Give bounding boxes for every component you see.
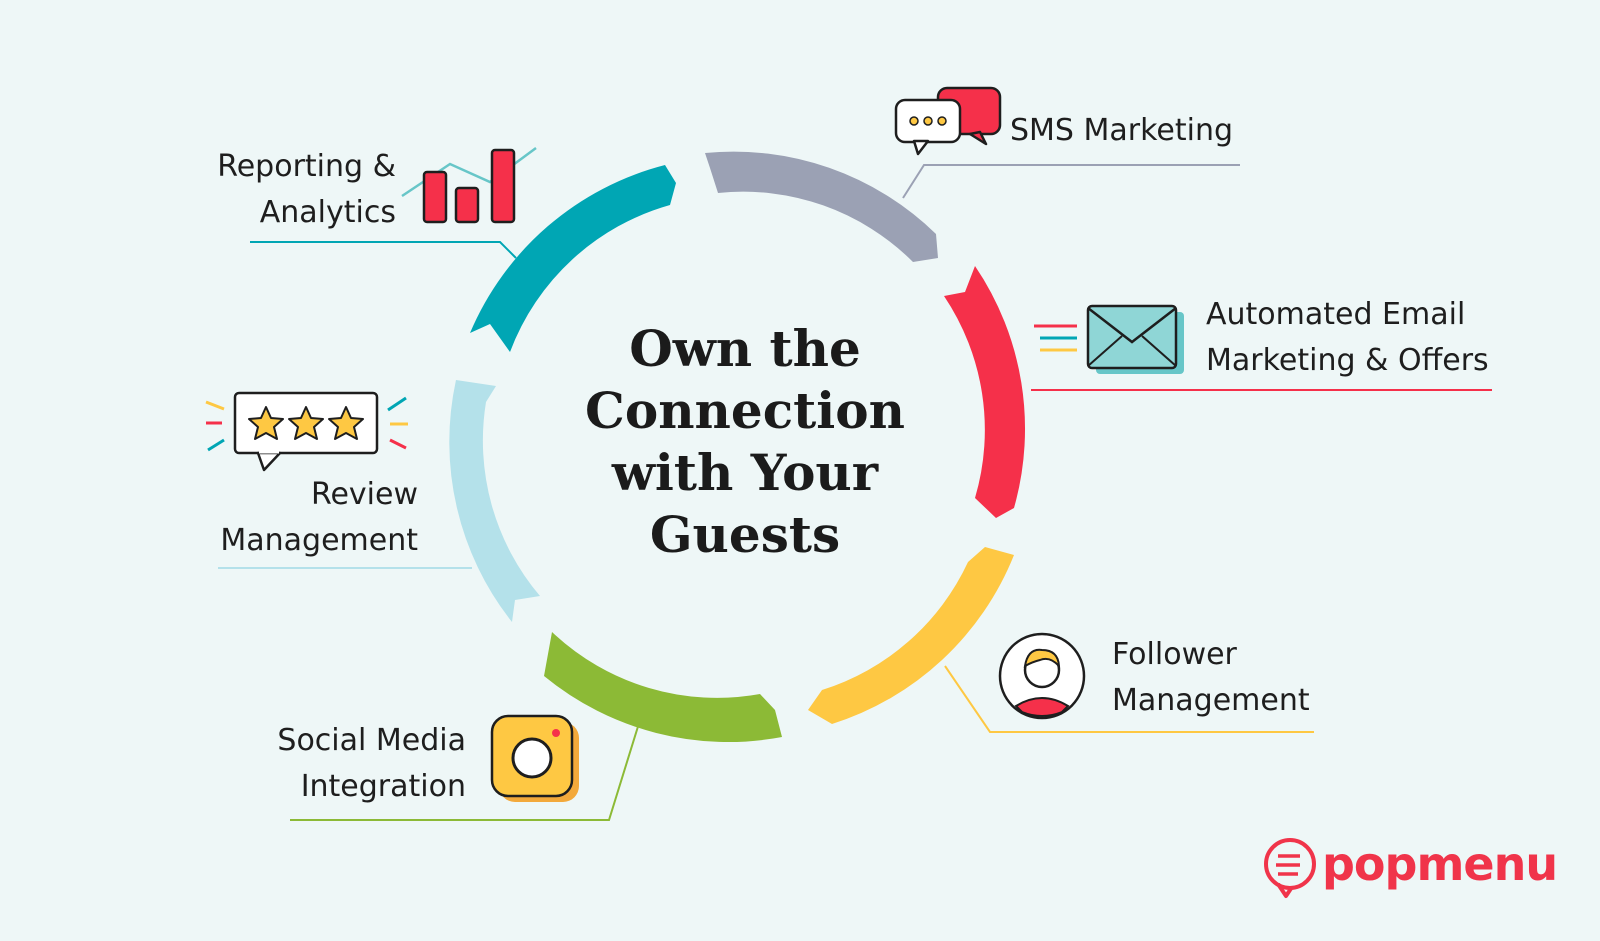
feature-label-follower: Follower Management — [1112, 632, 1310, 724]
brand-name: popmenu — [1322, 837, 1558, 891]
star-rating-icon — [205, 391, 408, 472]
leader-social — [290, 719, 641, 821]
title-line: Guests — [649, 505, 841, 564]
feature-label-reporting: Reporting & Analytics — [150, 144, 396, 236]
leader-reporting — [250, 241, 517, 259]
feature-label-line: Management — [220, 523, 418, 558]
title-line: Connection — [585, 381, 905, 440]
arc-follower — [808, 547, 1014, 724]
feature-label-line: Reporting & — [217, 149, 396, 184]
feature-label-line: Analytics — [259, 195, 396, 230]
feature-label-line: Integration — [300, 769, 466, 804]
popmenu-logo-icon — [1264, 838, 1316, 898]
title-line: with Your — [611, 443, 879, 502]
leader-follower — [944, 665, 1314, 733]
arc-reporting — [470, 165, 676, 352]
leader-sms — [902, 164, 1240, 199]
envelope-icon — [1034, 304, 1184, 374]
feature-label-sms: SMS Marketing — [1010, 108, 1233, 154]
feature-label-social: Social Media Integration — [222, 718, 466, 810]
bar-chart-icon — [401, 146, 537, 224]
title-line: Own the — [629, 319, 861, 378]
feature-label-line: Follower — [1112, 637, 1237, 672]
chat-bubbles-icon — [894, 86, 1002, 156]
feature-label-line: Review — [310, 477, 418, 512]
arc-social — [544, 632, 782, 743]
feature-label-review: Review Management — [178, 472, 418, 564]
popmenu-logo: popmenu — [1262, 832, 1562, 902]
instagram-camera-icon — [490, 714, 579, 802]
feature-label-email: Automated Email Marketing & Offers — [1206, 292, 1489, 384]
arc-sms — [705, 151, 938, 262]
diagram-title: Own the Connection with Your Guests — [560, 318, 930, 566]
user-avatar-icon — [998, 632, 1086, 720]
arc-email — [944, 266, 1026, 518]
feature-label-line: Automated Email — [1206, 297, 1466, 332]
feature-label-line: Marketing & Offers — [1206, 343, 1489, 378]
feature-label-line: Management — [1112, 683, 1310, 718]
feature-label-line: Social Media — [277, 723, 466, 758]
feature-label-line: SMS Marketing — [1010, 113, 1234, 148]
arc-review — [449, 380, 540, 622]
